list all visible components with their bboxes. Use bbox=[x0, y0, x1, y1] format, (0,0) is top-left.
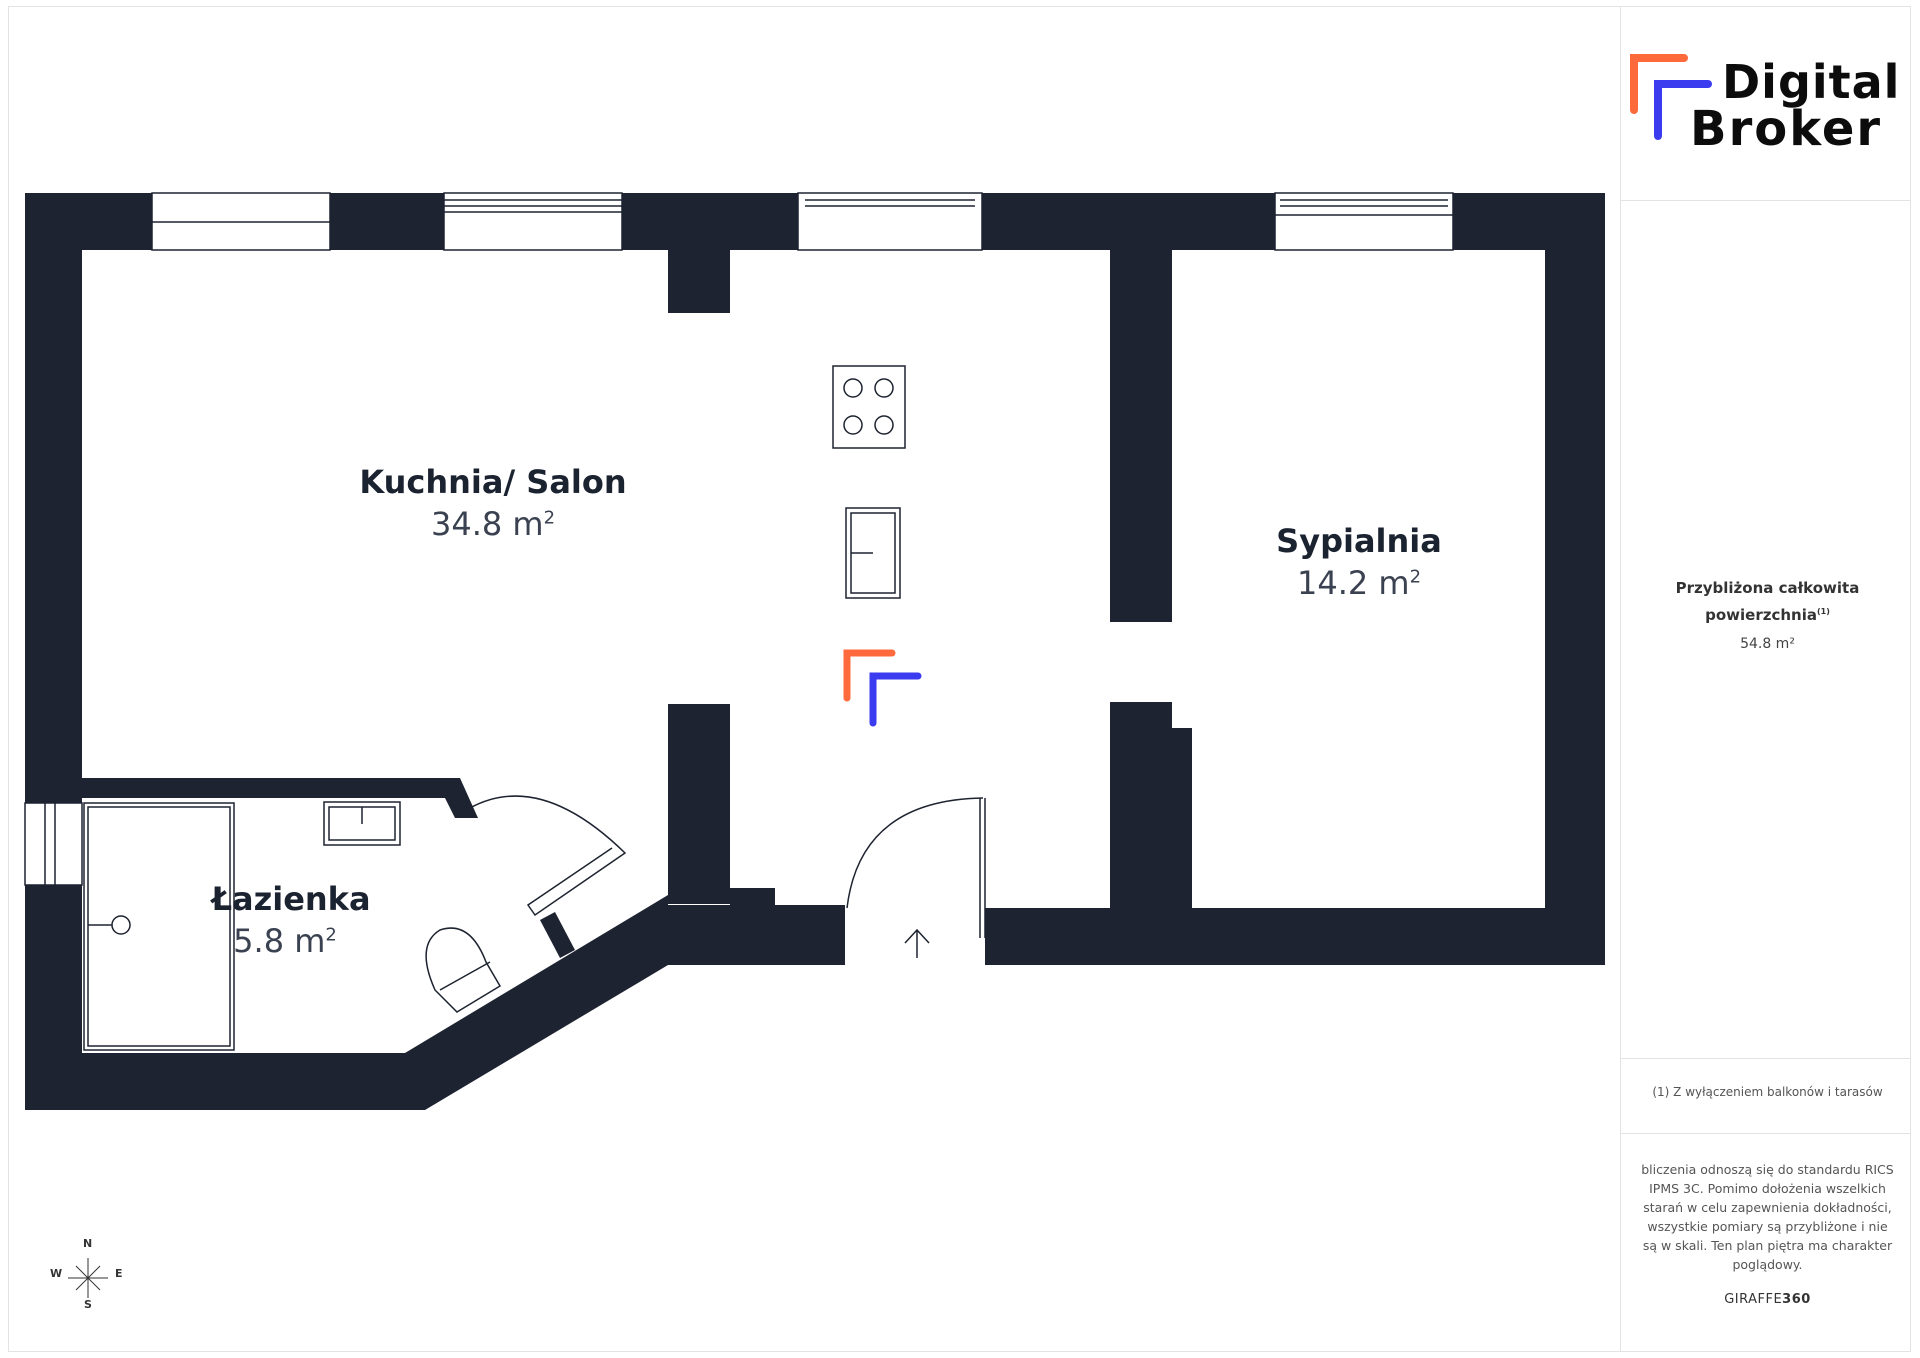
sidebar-divider bbox=[1620, 6, 1621, 1352]
cooktop bbox=[832, 365, 906, 449]
page-frame bbox=[8, 6, 1911, 1352]
room-name-kitchen: Kuchnia/ Salon bbox=[359, 463, 627, 501]
wall-bathroom-top bbox=[82, 778, 478, 818]
brand-name-line2: Broker bbox=[1690, 101, 1883, 157]
total-area-value: 54.8 m² bbox=[1740, 636, 1795, 652]
wall-interior-left bbox=[668, 704, 730, 904]
watermark-logo bbox=[843, 649, 922, 727]
entrance-arrow bbox=[904, 928, 930, 944]
toilet bbox=[425, 927, 502, 1013]
kitchen-fixtures bbox=[832, 365, 906, 599]
footnote: (1) Z wyłączeniem balkonów i tarasów bbox=[1652, 1085, 1883, 1099]
sidebar-divider-top bbox=[1620, 200, 1911, 201]
compass-north: N bbox=[83, 1237, 93, 1250]
entrance-door-swing bbox=[846, 797, 984, 909]
wall-bottom-angled bbox=[25, 895, 668, 1110]
wall-right bbox=[1545, 193, 1605, 965]
room-name-bathroom: Łazienka bbox=[211, 880, 371, 918]
wall-column-top bbox=[668, 250, 730, 313]
doors bbox=[469, 795, 986, 958]
windows bbox=[24, 192, 1454, 886]
disclaimer: bliczenia odnoszą się do standardu RICS … bbox=[1641, 1162, 1894, 1272]
wall-bottom-right bbox=[985, 908, 1605, 965]
window-bathroom bbox=[24, 802, 83, 886]
bathroom-door-swing bbox=[469, 795, 627, 917]
shower bbox=[83, 802, 235, 1051]
bathroom-fixtures bbox=[83, 801, 502, 1051]
compass-east: E bbox=[115, 1267, 123, 1280]
sidebar-divider-middle bbox=[1620, 1058, 1911, 1059]
window-2 bbox=[443, 192, 623, 251]
room-area-kitchen: 34.8 m2 bbox=[430, 505, 556, 543]
total-area-label: Przybliżona całkowita powierzchnia(1) bbox=[1675, 579, 1860, 624]
compass-south: S bbox=[84, 1298, 92, 1311]
wall-left-upper bbox=[25, 193, 82, 803]
room-area-bathroom: 5.8 m2 bbox=[233, 922, 337, 960]
bathroom-sink bbox=[323, 801, 401, 846]
wall-divider-upper bbox=[1110, 250, 1172, 622]
sidebar-divider-bottom bbox=[1620, 1133, 1911, 1134]
window-4 bbox=[1274, 192, 1454, 251]
wall-bottom-middle bbox=[668, 905, 845, 965]
room-area-bedroom: 14.2 m2 bbox=[1296, 564, 1422, 602]
walls bbox=[25, 193, 1605, 1110]
compass-west: W bbox=[50, 1267, 63, 1280]
brand-logo-icon bbox=[1630, 54, 1712, 140]
room-name-bedroom: Sypialnia bbox=[1276, 522, 1442, 560]
brand-name-line1: Digital bbox=[1722, 55, 1901, 109]
wall-bathroom-door-stub bbox=[540, 912, 575, 958]
kitchen-sink bbox=[845, 507, 901, 599]
wall-stub bbox=[730, 888, 775, 908]
credit: GIRAFFE360 bbox=[1724, 1292, 1811, 1307]
wall-divider-lower bbox=[1110, 702, 1172, 908]
window-3 bbox=[797, 192, 983, 251]
compass bbox=[68, 1258, 108, 1298]
wall-divider-jamb bbox=[1172, 728, 1192, 908]
floor-plan bbox=[24, 192, 1605, 1298]
